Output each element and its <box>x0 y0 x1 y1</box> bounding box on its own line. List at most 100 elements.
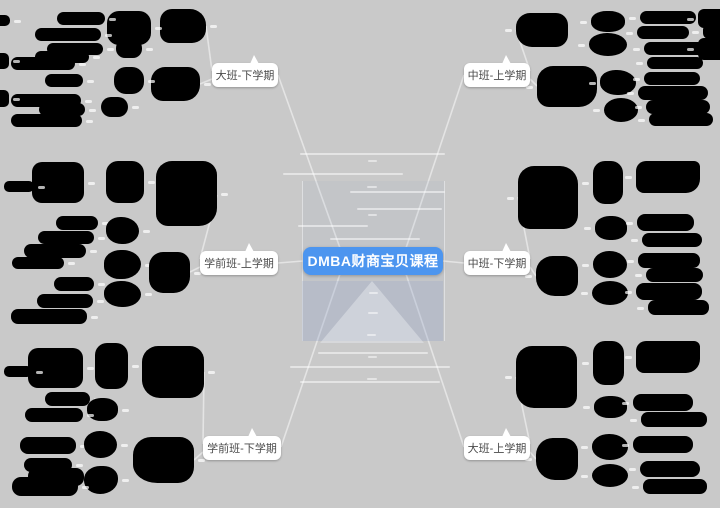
redacted-node[interactable] <box>627 253 700 268</box>
watermark-shape <box>367 378 377 380</box>
redacted-node[interactable] <box>45 74 94 87</box>
redacted-node[interactable] <box>584 216 627 240</box>
redacted-node[interactable] <box>627 86 708 100</box>
redacted-node[interactable] <box>622 436 693 453</box>
redacted-node[interactable] <box>525 438 578 480</box>
redacted-node[interactable] <box>582 161 623 204</box>
redacted-node[interactable] <box>56 216 109 230</box>
redacted-node[interactable] <box>160 9 217 43</box>
connector-line <box>199 78 213 85</box>
redacted-node[interactable] <box>583 396 627 418</box>
redacted-node[interactable] <box>637 300 709 315</box>
redacted-node[interactable] <box>39 103 96 116</box>
redacted-node[interactable] <box>589 70 636 95</box>
central-topic-text: DMBA财商宝贝课程 <box>307 253 439 269</box>
redacted-node[interactable] <box>84 466 129 494</box>
redacted-node[interactable] <box>4 366 43 377</box>
redacted-node[interactable] <box>625 341 700 373</box>
branch-label-zhongban-xiaxueqi[interactable]: 中班-下学期 <box>464 243 530 275</box>
redacted-node[interactable] <box>525 256 578 296</box>
branch-label-text: 大班-下学期 <box>215 70 275 82</box>
redacted-node[interactable] <box>57 12 116 25</box>
redacted-node[interactable] <box>633 72 700 85</box>
redacted-node[interactable] <box>580 11 625 32</box>
redacted-node[interactable] <box>95 343 139 389</box>
redacted-node[interactable] <box>114 67 155 94</box>
connector-line <box>189 266 201 273</box>
redacted-node[interactable] <box>35 28 112 41</box>
redacted-node[interactable] <box>24 244 97 258</box>
redacted-node[interactable] <box>156 161 228 226</box>
redacted-node[interactable] <box>633 42 706 55</box>
redacted-node[interactable] <box>582 251 627 278</box>
redacted-node[interactable] <box>25 408 94 422</box>
redacted-node[interactable] <box>45 392 101 406</box>
redacted-node[interactable] <box>635 100 710 114</box>
redacted-node[interactable] <box>11 114 93 127</box>
connector-line <box>205 25 213 72</box>
branch-label-daban-shangxueqi[interactable]: 大班-上学期 <box>464 428 530 460</box>
redacted-node[interactable] <box>104 250 152 279</box>
redacted-node[interactable] <box>38 231 105 244</box>
redacted-node[interactable] <box>101 97 139 117</box>
branch-label-xueqianban-xiaxueqi[interactable]: 学前班-下学期 <box>203 428 281 460</box>
redacted-node[interactable] <box>142 346 215 398</box>
redacted-node[interactable] <box>632 479 707 494</box>
redacted-node[interactable] <box>636 57 703 69</box>
branch-label-daban-xiaxueqi[interactable]: 大班-下学期 <box>212 55 278 87</box>
central-topic-node[interactable]: DMBA财商宝贝课程 <box>303 247 443 275</box>
redacted-node[interactable] <box>578 33 627 56</box>
redacted-node[interactable] <box>630 412 707 427</box>
redacted-node[interactable] <box>593 98 638 122</box>
redacted-node[interactable] <box>116 39 153 58</box>
redacted-node[interactable] <box>687 38 720 60</box>
redacted-node[interactable] <box>581 434 628 460</box>
redacted-node[interactable] <box>151 67 211 101</box>
redacted-node[interactable] <box>104 281 152 307</box>
redacted-node[interactable] <box>87 398 129 421</box>
redacted-node[interactable] <box>622 394 693 411</box>
redacted-node[interactable] <box>12 257 75 269</box>
watermark-shape <box>368 160 377 162</box>
redacted-node[interactable] <box>54 277 105 291</box>
redacted-node[interactable] <box>505 346 577 408</box>
redacted-node[interactable] <box>582 341 624 385</box>
redacted-node[interactable] <box>12 477 89 496</box>
redacted-node[interactable] <box>20 437 87 454</box>
redacted-node[interactable] <box>626 214 694 231</box>
redacted-node[interactable] <box>581 464 628 487</box>
redacted-node[interactable] <box>626 26 689 39</box>
redacted-node[interactable] <box>32 162 95 203</box>
redacted-node[interactable] <box>4 181 45 192</box>
redacted-node[interactable] <box>149 252 201 293</box>
redacted-node[interactable] <box>11 57 86 70</box>
redacted-node[interactable] <box>106 217 150 244</box>
redacted-node[interactable] <box>0 53 20 69</box>
redacted-node[interactable] <box>629 11 696 24</box>
label-tail <box>502 55 512 64</box>
redacted-node[interactable] <box>581 281 628 305</box>
redacted-node[interactable] <box>526 66 597 107</box>
redacted-node[interactable] <box>37 294 104 308</box>
branch-label-xueqianban-shangxueqi[interactable]: 学前班-上学期 <box>200 243 278 275</box>
label-tail <box>502 428 512 437</box>
redacted-node[interactable] <box>631 233 702 247</box>
redacted-node[interactable] <box>629 461 700 477</box>
redacted-node[interactable] <box>133 437 205 483</box>
redacted-node[interactable] <box>507 166 578 229</box>
watermark-shape <box>367 186 377 188</box>
redacted-node[interactable] <box>28 348 94 388</box>
redacted-node[interactable] <box>106 161 155 203</box>
redacted-node[interactable] <box>84 431 128 458</box>
redacted-node[interactable] <box>625 283 702 300</box>
branch-label-zhongban-shangxueqi[interactable]: 中班-上学期 <box>464 55 530 87</box>
redacted-node[interactable] <box>0 90 20 107</box>
redacted-node[interactable] <box>625 161 700 193</box>
redacted-node[interactable] <box>692 24 720 39</box>
redacted-node[interactable] <box>687 9 720 28</box>
redacted-node[interactable] <box>11 309 98 324</box>
redacted-node[interactable] <box>0 15 21 26</box>
redacted-node[interactable] <box>635 268 703 282</box>
redacted-node[interactable] <box>505 13 568 47</box>
redacted-node[interactable] <box>638 113 713 126</box>
